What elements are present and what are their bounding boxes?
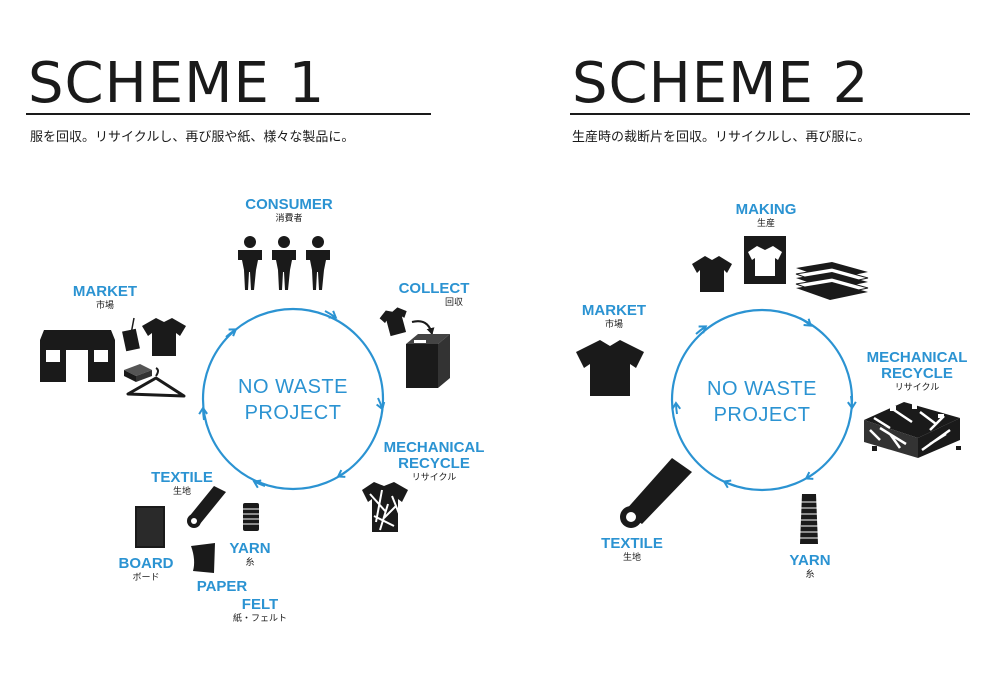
stage-mechanical-label: MECHANICAL [866, 349, 968, 366]
product-felt: FELT 紙・フェルト [222, 597, 298, 626]
stage-textile: TEXTILE 生地 [590, 536, 674, 565]
cycle-arrow [695, 325, 708, 335]
center-title: NO WASTE PROJECT [682, 376, 842, 428]
title-divider [570, 113, 970, 115]
paper-icon [191, 543, 215, 573]
stage-yarn-label: YARN [789, 552, 831, 569]
center-title-line: PROJECT [713, 404, 811, 426]
stage-market-sublabel: 市場 [604, 320, 623, 330]
storefront-icon [40, 330, 115, 382]
stage-yarn: YARN 糸 [780, 553, 840, 582]
drop-arrow-icon [411, 320, 435, 335]
stage-collect-label: COLLECT [398, 280, 470, 297]
scheme-2-title: SCHEME 2 [572, 51, 870, 116]
stage-consumer-sublabel: 消費者 [275, 214, 303, 224]
stage-making: MAKING 生産 [716, 202, 816, 231]
spool-icon [800, 494, 818, 544]
fabric-roll-icon [620, 458, 692, 528]
product-yarn-label: YARN [229, 540, 271, 557]
scheme-1-title: SCHEME 1 [28, 51, 326, 116]
stage-making-sublabel: 生産 [756, 219, 775, 229]
stage-textile-sublabel: 生地 [622, 553, 641, 563]
product-board-sublabel: ボード [132, 573, 160, 583]
tshirt-icon [692, 256, 732, 292]
stage-consumer: CONSUMER 消費者 [229, 197, 349, 226]
stage-yarn-sublabel: 糸 [805, 570, 815, 580]
product-felt-label: FELT [241, 596, 279, 613]
stage-market-label: MARKET [72, 283, 138, 300]
stage-mechanical-recycle: MECHANICAL RECYCLE リサイクル [374, 440, 494, 485]
board-icon [135, 506, 165, 548]
product-paper-label: PAPER [196, 578, 248, 595]
stage-collect-sublabel: 回収 [444, 298, 463, 308]
hanger-icon [126, 367, 186, 398]
tshirt-icon [142, 318, 186, 356]
center-title: NO WASTE PROJECT [213, 374, 373, 426]
cycle-arrow [198, 406, 208, 421]
stage-market-sublabel: 市場 [95, 301, 114, 311]
scheme-1-cycle-diagram [40, 236, 450, 573]
scheme-2-description: 生産時の裁断片を回収。リサイクルし、再び服に。 [572, 130, 871, 145]
spool-icon [243, 503, 259, 531]
cycle-ring [201, 307, 385, 491]
title-divider [26, 113, 431, 115]
cycle-arrow [336, 469, 349, 478]
center-title-line: PROJECT [244, 402, 342, 424]
tshirt-icon [379, 307, 407, 337]
cycle-arrow [722, 479, 736, 489]
people-icon [238, 236, 330, 290]
cycle-arrow [847, 395, 857, 410]
stage-mechanical-label: MECHANICAL [383, 439, 485, 456]
scrap-pile-icon [864, 402, 961, 458]
stage-making-label: MAKING [735, 201, 797, 218]
stage-mechanical-sublabel: リサイクル [894, 383, 940, 393]
stage-market: MARKET 市場 [572, 303, 656, 332]
stage-mechanical-sublabel: リサイクル [411, 473, 457, 483]
cycle-arrow [799, 317, 813, 327]
cycle-arrow [225, 328, 238, 338]
collection-box-icon [406, 334, 450, 388]
product-board-label: BOARD [118, 555, 174, 572]
shredded-tshirt-icon [362, 482, 408, 532]
cycle-arrow [376, 397, 386, 411]
product-yarn-sublabel: 糸 [245, 558, 255, 568]
center-title-line: NO WASTE [238, 376, 348, 398]
scheme-2-panel: SCHEME 2 生産時の裁断片を回収。リサイクルし、再び服に。 [494, 0, 988, 687]
stage-recycle-label: RECYCLE [881, 365, 953, 382]
stage-consumer-label: CONSUMER [245, 196, 333, 213]
product-board: BOARD ボード [108, 556, 184, 585]
stage-mechanical-recycle: MECHANICAL RECYCLE リサイクル [858, 350, 976, 395]
product-felt-sublabel: 紙・フェルト [232, 614, 287, 624]
stage-collect: COLLECT 回収 [384, 281, 484, 310]
tshirt-icon [576, 340, 644, 396]
stage-market: MARKET 市場 [60, 284, 150, 313]
product-textile-label: TEXTILE [151, 469, 213, 486]
stage-textile-label: TEXTILE [601, 535, 663, 552]
cycle-arrow [804, 471, 817, 480]
cycle-arrow [252, 479, 266, 489]
cycle-arrow [671, 401, 682, 415]
product-yarn: YARN 糸 [220, 541, 280, 570]
stage-recycle-label: RECYCLE [398, 455, 470, 472]
fabric-stack-icon [795, 262, 869, 300]
price-tag-icon [122, 317, 140, 352]
center-title-line: NO WASTE [707, 378, 817, 400]
framed-tshirt-icon [744, 236, 786, 284]
stage-market-label: MARKET [581, 302, 647, 319]
cycle-arrow [324, 310, 338, 319]
product-paper: PAPER [186, 579, 258, 595]
scheme-2-cycle-diagram [576, 236, 961, 544]
fabric-roll-icon [187, 486, 226, 528]
product-textile-sublabel: 生地 [172, 487, 191, 497]
product-textile: TEXTILE 生地 [140, 470, 224, 499]
folded-cloth-icon [124, 364, 152, 382]
scheme-1-description: 服を回収。リサイクルし、再び服や紙、様々な製品に。 [30, 130, 355, 145]
scheme-1-panel: SCHEME 1 服を回収。リサイクルし、再び服や紙、様々な製品に。 [0, 0, 494, 687]
